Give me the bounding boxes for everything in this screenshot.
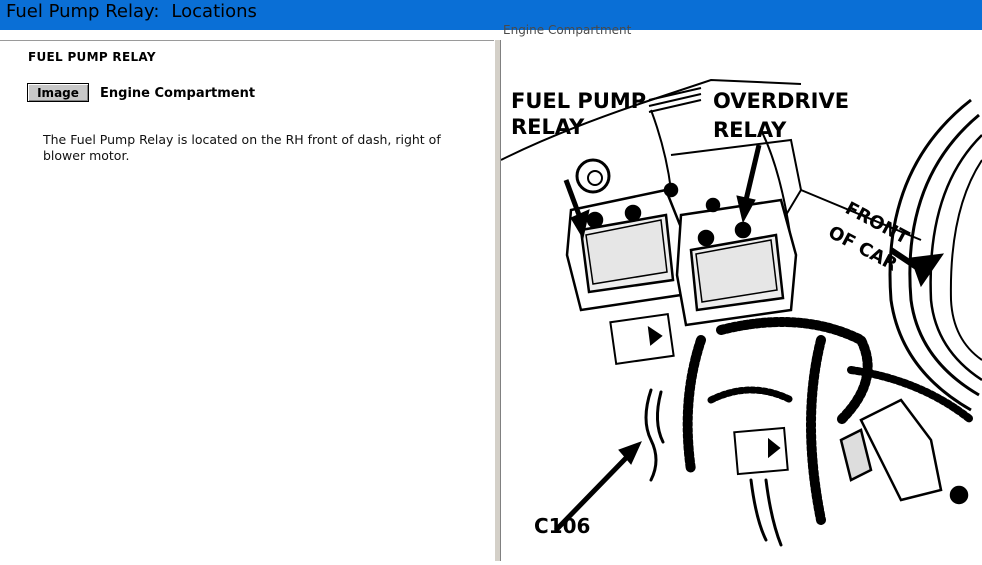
- pane-splitter[interactable]: [494, 40, 501, 561]
- c106-connector-label: C106: [534, 514, 590, 538]
- diagram-caption: Engine Compartment: [503, 23, 632, 37]
- image-button-caption: Engine Compartment: [100, 86, 256, 101]
- image-button[interactable]: Image: [27, 83, 89, 102]
- diagram-pane: FUEL PUMP RELAY OVERDRIVE RELAY FRONT OF…: [500, 40, 982, 561]
- window-title-bar: Fuel Pump Relay: Locations: [0, 0, 982, 30]
- engine-compartment-diagram: FUEL PUMP RELAY OVERDRIVE RELAY FRONT OF…: [500, 78, 982, 547]
- window-subtitle: Locations: [171, 1, 257, 22]
- fuel-pump-relay-label: RELAY: [511, 115, 585, 139]
- overdrive-relay-label: RELAY: [713, 118, 787, 142]
- window-title: Fuel Pump Relay:: [6, 1, 160, 22]
- page-heading: FUEL PUMP RELAY: [28, 50, 156, 64]
- location-description: The Fuel Pump Relay is located on the RH…: [43, 132, 441, 163]
- overdrive-label: OVERDRIVE: [713, 89, 849, 113]
- left-pane: FUEL PUMP RELAY Image Engine Compartment…: [0, 40, 494, 562]
- fuel-pump-label: FUEL PUMP: [511, 89, 646, 113]
